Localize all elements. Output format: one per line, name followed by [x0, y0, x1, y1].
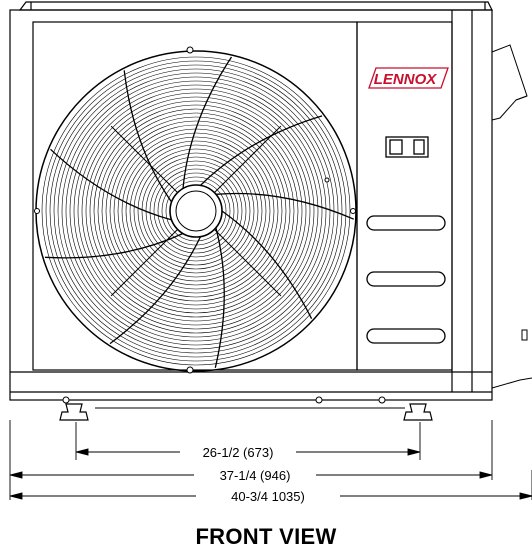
- dimension-label-40-3-4: 40-3/4 1035): [231, 489, 305, 504]
- fan-blade-line: [214, 227, 225, 368]
- guard-ring: [73, 88, 319, 334]
- guard-ring: [49, 64, 343, 358]
- guard-ring: [109, 124, 283, 298]
- brand-logo: LENNOX: [368, 67, 449, 89]
- louver-slot-1: [366, 215, 446, 231]
- fan-guard: [35, 50, 357, 372]
- dim-line-2: [9, 471, 493, 479]
- guard-ring: [69, 84, 323, 338]
- guard-ring: [153, 168, 239, 254]
- guard-ring: [117, 132, 275, 290]
- fan-blade-line: [182, 56, 233, 189]
- service-switch-icon: [385, 136, 429, 158]
- guard-ring: [57, 72, 335, 350]
- guard-ring: [101, 116, 291, 306]
- guard-ring: [133, 148, 259, 274]
- guard-ring: [45, 60, 347, 362]
- guard-ring: [129, 144, 263, 278]
- panel-screw: [324, 177, 330, 183]
- guard-ring: [65, 80, 327, 342]
- guard-ring: [141, 156, 251, 266]
- fan-blade-line: [44, 232, 184, 259]
- guard-fastener-right: [350, 208, 356, 214]
- guard-ring: [121, 136, 271, 286]
- guard-ring: [165, 180, 227, 242]
- guard-fastener-bottom: [186, 366, 194, 374]
- side-piping: [491, 44, 532, 389]
- guard-ring: [81, 96, 311, 326]
- guard-ring: [53, 68, 339, 354]
- dimension-label-37-1-4: 37-1/4 (946): [220, 468, 291, 483]
- fan-blade-line: [123, 70, 173, 203]
- louver-slot-2: [366, 271, 446, 287]
- guard-ring: [149, 164, 243, 258]
- guard-ring: [85, 100, 307, 322]
- guard-ring: [61, 76, 331, 346]
- guard-ring: [97, 112, 295, 310]
- guard-spoke: [214, 125, 282, 193]
- guard-fastener-top: [186, 46, 194, 54]
- guard-spoke: [110, 125, 178, 193]
- dim-line-3: [9, 492, 532, 500]
- dim-line-1: [75, 448, 421, 456]
- guard-ring: [105, 120, 287, 302]
- base-screws: [62, 396, 386, 404]
- guard-spoke: [214, 229, 282, 297]
- dimension-label-26-1-2: 26-1/2 (673): [203, 445, 274, 460]
- drawing-caption: FRONT VIEW: [195, 524, 337, 549]
- guard-ring: [93, 108, 299, 314]
- fan-blade-line: [215, 192, 355, 220]
- brand-name: LENNOX: [374, 71, 438, 88]
- mounting-feet: [59, 403, 433, 421]
- guard-ring: [89, 104, 303, 318]
- guard-ring: [157, 172, 235, 250]
- guard-ring: [137, 152, 255, 270]
- fan-blade-line: [50, 148, 172, 221]
- fan-blade-line: [221, 210, 313, 319]
- guard-ring: [77, 92, 315, 330]
- unit-cabinet: [9, 1, 493, 401]
- dimension-lines: [9, 420, 532, 500]
- guard-fastener-left: [34, 208, 40, 214]
- guard-ring: [41, 56, 351, 366]
- fan-blade-line: [109, 236, 202, 345]
- panel-louvers: [366, 215, 446, 344]
- guard-spoke: [110, 229, 178, 297]
- fan-blade-line: [200, 115, 323, 186]
- louver-slot-3: [366, 328, 446, 344]
- guard-ring: [125, 140, 267, 282]
